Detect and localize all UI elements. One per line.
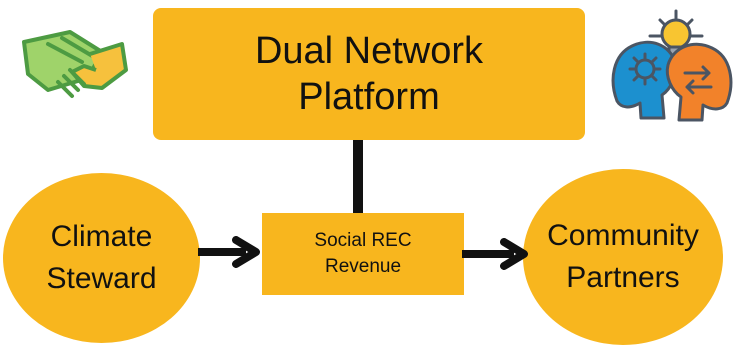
climate-steward-node: Climate Steward [3,173,200,343]
community-partners-node: Community Partners [523,169,723,345]
platform-label-line-2: Platform [298,76,440,118]
handshake-icon [22,30,128,98]
community-label-line-2: Partners [566,261,680,294]
climate-label-line-1: Climate [50,220,153,253]
people-idea-icon [611,9,733,122]
platform-label-line-1: Dual Network [254,30,484,72]
climate-label-line-2: Steward [46,262,157,295]
revenue-label-line-1: Social REC [314,230,412,251]
revenue-label-line-2: Revenue [324,256,402,277]
climate-to-revenue-arrow [198,236,260,268]
revenue-to-community-arrow [462,238,528,270]
platform-to-revenue-connector [353,139,363,221]
social-rec-revenue-node: Social REC Revenue [262,213,464,295]
community-label-line-1: Community [547,219,699,252]
dual-network-platform-node: Dual Network Platform [153,8,585,140]
